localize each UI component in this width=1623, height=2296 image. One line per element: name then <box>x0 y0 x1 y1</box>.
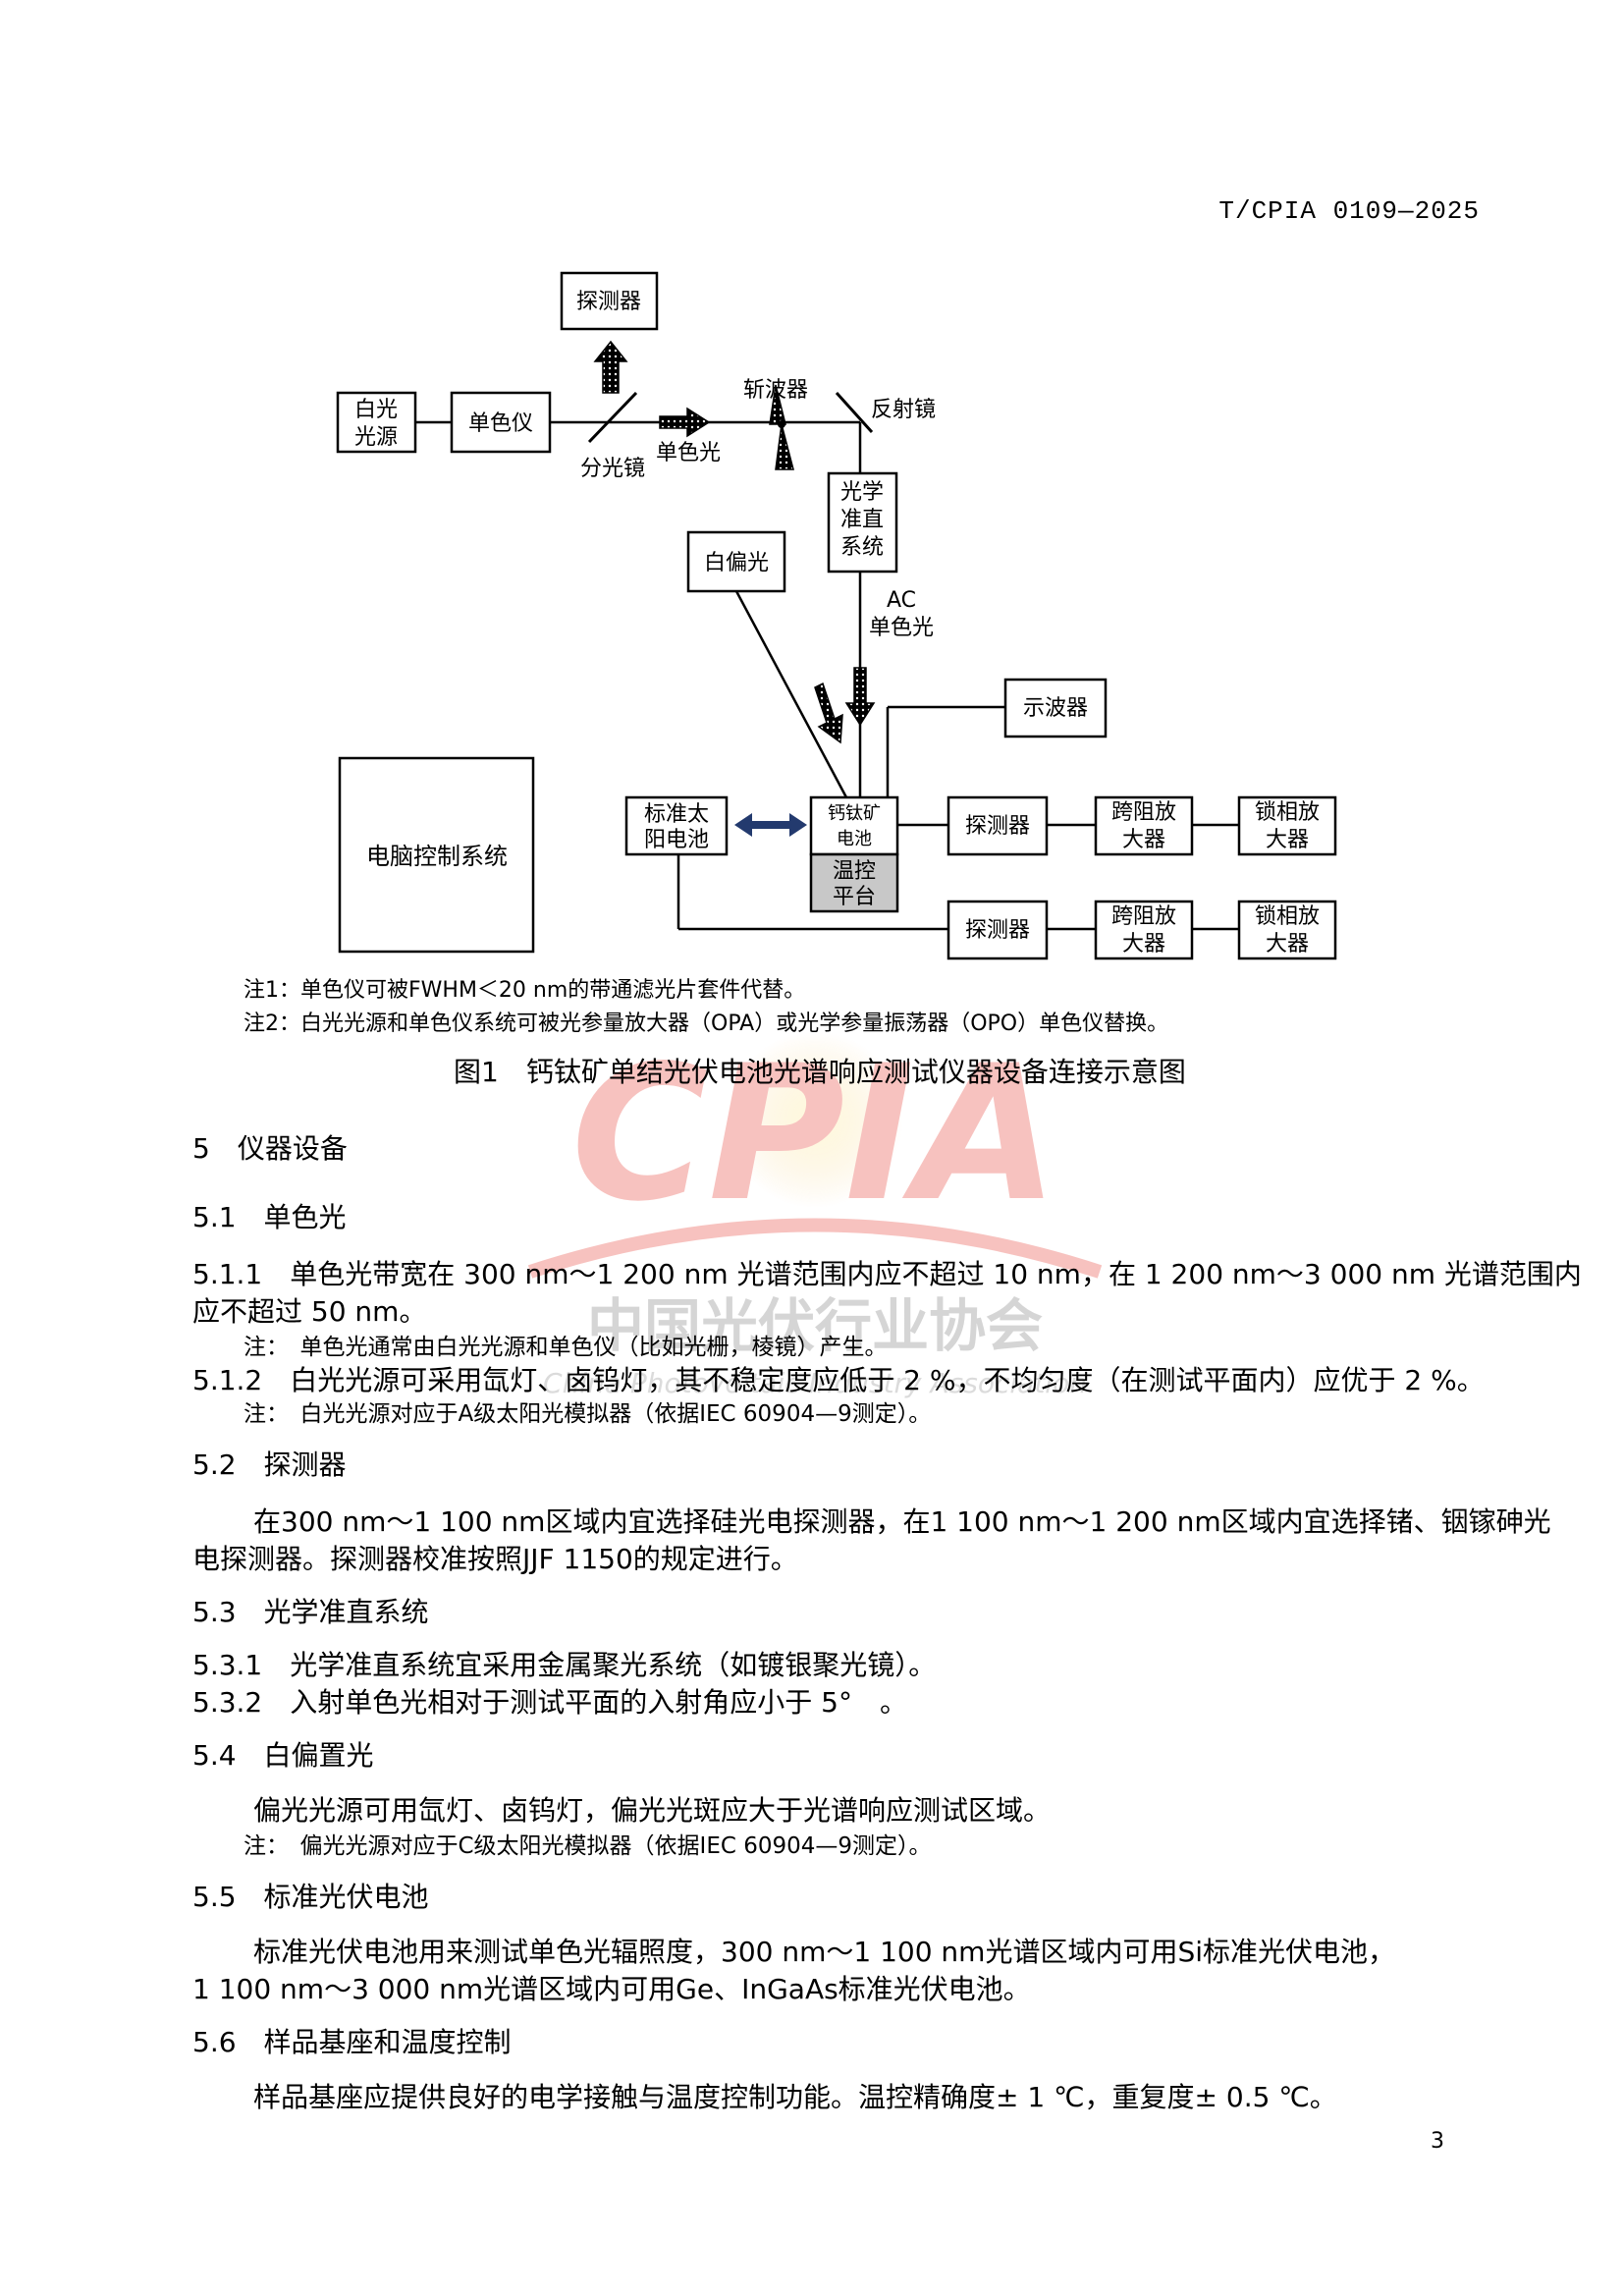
para-5-5-line1: 标准光伏电池用来测试单色光辐照度，300 nm～1 100 nm光谱区域内可用S… <box>253 1936 1396 1968</box>
label-ac-1: AC <box>887 588 916 613</box>
label-lockin-2-1: 锁相放 <box>1255 904 1320 929</box>
para-5-1-1-line2: 应不超过 50 nm。 <box>192 1295 427 1328</box>
para-5-2-line1: 在300 nm～1 100 nm区域内宜选择硅光电探测器，在1 100 nm～1… <box>253 1505 1551 1538</box>
label-ref-cell-2: 阳电池 <box>644 828 709 852</box>
section-5-1-heading: 5.1 单色光 <box>192 1201 347 1233</box>
up-arrow-to-detector <box>593 340 628 394</box>
para-5-4: 偏光光源可用氙灯、卤钨灯，偏光光斑应大于光谱响应测试区域。 <box>253 1794 1052 1827</box>
para-5-5-line2: 1 100 nm～3 000 nm光谱区域内可用Ge、InGaAs标准光伏电池。 <box>192 1973 1031 2005</box>
para-5-3-2: 5.3.2 入射单色光相对于测试平面的入射角应小于 5° 。 <box>192 1686 907 1719</box>
note-5-1-1: 注： 单色光通常由白光光源和单色仪（比如光栅，棱镜）产生。 <box>243 1335 888 1360</box>
section-5-2-heading: 5.2 探测器 <box>192 1449 347 1481</box>
label-white-bias: 白偏光 <box>704 551 769 575</box>
figure-caption: 图1 钙钛矿单结光伏电池光谱响应测试仪器设备连接示意图 <box>454 1056 1186 1088</box>
collimator-box <box>827 471 898 574</box>
label-perovskite-1: 钙钛矿 <box>828 803 881 824</box>
section-5-3-heading: 5.3 光学准直系统 <box>192 1596 429 1628</box>
label-white-source-2: 光源 <box>354 425 398 450</box>
label-reflector: 反射镜 <box>871 398 936 422</box>
ref-cell-box <box>624 795 729 856</box>
label-monochromator: 单色仪 <box>468 411 533 436</box>
note-5-1-2: 注： 白光光源对应于A级太阳光模拟器（依据IEC 60904—9测定）。 <box>243 1401 932 1427</box>
label-lockin-1-1: 锁相放 <box>1255 800 1320 825</box>
label-computer: 电脑控制系统 <box>366 843 508 870</box>
label-collimator-2: 准直 <box>840 508 884 532</box>
figure-note-1: 注1：单色仪可被FWHM＜20 nm的带通滤光片套件代替。 <box>243 978 806 1003</box>
connection-diagram: 探测器 白光 光源 单色仪 分光镜 单色光 斩波器 反射镜 光学 准直 系统 白… <box>336 271 1337 960</box>
label-ac-2: 单色光 <box>869 616 934 640</box>
label-beam-splitter: 分光镜 <box>580 457 645 481</box>
label-perovskite-2: 电池 <box>837 829 872 849</box>
reflector-mirror <box>835 391 874 434</box>
section-5-5-heading: 5.5 标准光伏电池 <box>192 1881 429 1913</box>
label-white-source-1: 白光 <box>354 398 398 422</box>
label-chopper: 斩波器 <box>743 378 808 403</box>
label-tia-2-2: 大器 <box>1122 932 1165 957</box>
label-lockin-1-2: 大器 <box>1266 828 1309 852</box>
label-temp-1: 温控 <box>833 859 876 884</box>
para-5-6: 样品基座应提供良好的电学接触与温度控制功能。温控精确度± 1 ℃，重复度± 0.… <box>253 2081 1337 2113</box>
double-arrow-icon <box>734 813 807 837</box>
label-collimator-3: 系统 <box>840 535 884 560</box>
section-5-heading: 5 仪器设备 <box>192 1132 348 1165</box>
down-arrow-ac-light <box>844 667 876 727</box>
para-5-1-2: 5.1.2 白光光源可采用氙灯、卤钨灯，其不稳定度应低于 2 %，不均匀度（在测… <box>192 1364 1485 1396</box>
section-5-6-heading: 5.6 样品基座和温度控制 <box>192 2026 512 2058</box>
label-temp-2: 平台 <box>833 885 876 909</box>
temp-stage-box <box>809 852 899 913</box>
label-detector-1: 探测器 <box>965 814 1030 839</box>
page-number: 3 <box>1431 2129 1444 2154</box>
label-detector-top: 探测器 <box>576 290 641 314</box>
para-5-2-line2: 电探测器。探测器校准按照JJF 1150的规定进行。 <box>192 1543 798 1575</box>
section-5-4-heading: 5.4 白偏置光 <box>192 1739 374 1772</box>
label-collimator-1: 光学 <box>840 480 884 505</box>
down-arrow-white-bias <box>814 682 843 744</box>
label-detector-2: 探测器 <box>965 918 1030 943</box>
chopper-icon <box>769 384 794 470</box>
computer-box <box>338 756 535 954</box>
label-tia-1-1: 跨阻放 <box>1111 800 1176 825</box>
note-5-4: 注： 偏光光源对应于C级太阳光模拟器（依据IEC 60904—9测定）。 <box>243 1833 932 1859</box>
beam-splitter-mirror <box>587 391 638 444</box>
figure-note-2: 注2：白光光源和单色仪系统可被光参量放大器（OPA）或光学参量振荡器（OPO）单… <box>243 1011 1169 1036</box>
label-mono-light: 单色光 <box>656 441 721 465</box>
label-lockin-2-2: 大器 <box>1266 932 1309 957</box>
right-arrow-mono-light <box>659 407 711 438</box>
document-header: T/CPIA 0109—2025 <box>1218 196 1480 226</box>
label-ref-cell-1: 标准太 <box>644 802 709 827</box>
label-tia-1-2: 大器 <box>1122 828 1165 852</box>
para-5-1-1-line1: 5.1.1 单色光带宽在 300 nm～1 200 nm 光谱范围内应不超过 1… <box>192 1258 1582 1290</box>
para-5-3-1: 5.3.1 光学准直系统宜采用金属聚光系统（如镀银聚光镜）。 <box>192 1649 937 1681</box>
detector-top-box <box>560 271 659 331</box>
label-tia-2-1: 跨阻放 <box>1111 904 1176 929</box>
label-oscilloscope: 示波器 <box>1023 696 1088 721</box>
